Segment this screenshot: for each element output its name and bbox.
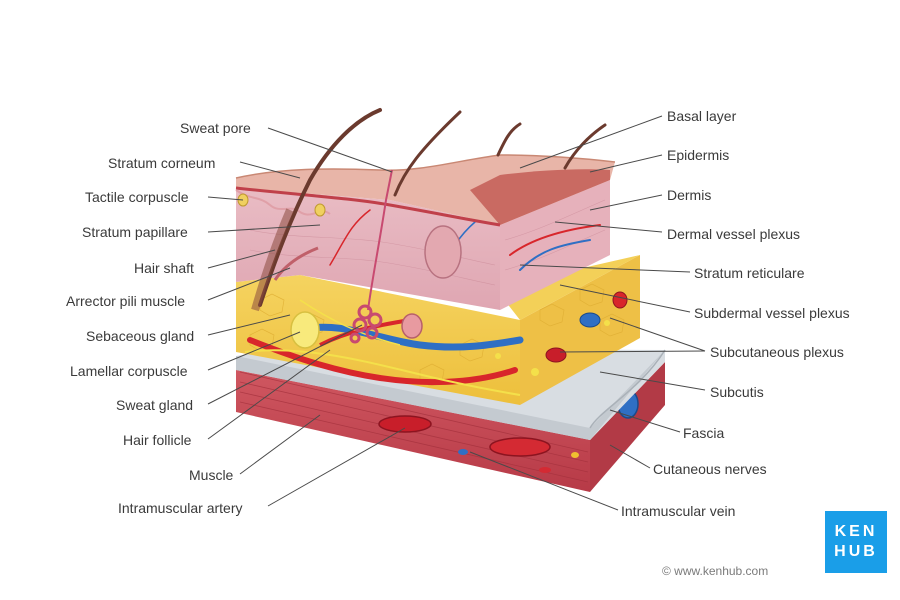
label-intramuscular-artery: Intramuscular artery [118, 500, 243, 516]
sebaceous-gland [424, 225, 462, 279]
label-subcutis: Subcutis [710, 384, 764, 400]
hair-follicle [251, 208, 294, 312]
copyright-text: © www.kenhub.com [662, 564, 769, 578]
intramuscular-vein-section [458, 449, 468, 455]
sweat-duct [367, 169, 393, 311]
label-fascia: Fascia [683, 425, 725, 441]
sweat-gland [349, 304, 383, 344]
label-hair-follicle: Hair follicle [123, 432, 192, 448]
epidermis-layer [235, 154, 616, 227]
subcutis-layer [236, 255, 640, 405]
label-tactile-corpuscle: Tactile corpuscle [85, 189, 189, 205]
hair-shaft-1 [258, 108, 382, 307]
hair-shaft-2 [393, 110, 462, 197]
label-basal-layer: Basal layer [667, 108, 737, 124]
label-arrector-pili-muscle: Arrector pili muscle [66, 293, 186, 309]
label-hair-shaft: Hair shaft [134, 260, 194, 276]
leader-lines-left [207, 127, 406, 507]
label-epidermis: Epidermis [667, 147, 730, 163]
label-stratum-reticulare: Stratum reticulare [694, 265, 805, 281]
label-subcutaneous-plexus: Subcutaneous plexus [710, 344, 844, 360]
label-cutaneous-nerves: Cutaneous nerves [653, 461, 767, 477]
hair-shaft-4 [563, 123, 607, 170]
intramuscular-artery-section [378, 415, 432, 433]
label-stratum-papillare: Stratum papillare [82, 224, 188, 240]
label-dermal-vessel-plexus: Dermal vessel plexus [667, 226, 801, 242]
label-dermis: Dermis [667, 187, 712, 203]
label-stratum-corneum: Stratum corneum [108, 155, 216, 171]
arrector-pili-muscle [273, 246, 319, 281]
cutaneous-nerve [244, 349, 521, 396]
leader-lines-right [469, 115, 706, 511]
logo-line-2: HUB [834, 543, 878, 560]
hair-shafts [258, 108, 607, 307]
kenhub-logo[interactable]: KEN HUB [825, 511, 887, 573]
hair-shaft-3 [496, 122, 522, 157]
subdermal-vein [296, 323, 524, 351]
label-subdermal-vessel-plexus: Subdermal vessel plexus [694, 305, 850, 321]
hair-follicle-bulb [401, 313, 423, 339]
label-muscle: Muscle [189, 467, 234, 483]
label-lamellar-corpuscle: Lamellar corpuscle [70, 363, 188, 379]
dermis-layer [236, 180, 610, 310]
label-sebaceous-gland: Sebaceous gland [86, 328, 195, 344]
lamellar-corpuscle [290, 311, 320, 349]
logo-line-1: KEN [834, 523, 878, 540]
label-sweat-pore: Sweat pore [180, 120, 251, 136]
subdermal-artery [247, 337, 518, 386]
label-sweat-gland: Sweat gland [116, 397, 194, 413]
label-intramuscular-vein: Intramuscular vein [621, 503, 736, 519]
